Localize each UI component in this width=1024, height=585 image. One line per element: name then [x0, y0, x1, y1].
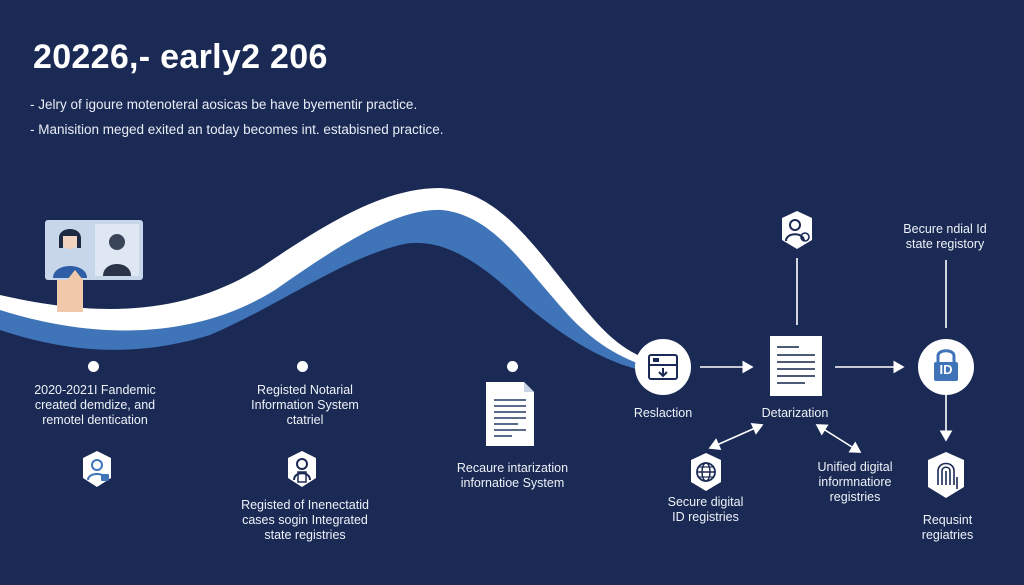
- requisit-line-1: Requsint: [922, 513, 973, 527]
- user-badge-icon: [83, 451, 111, 487]
- video-call-icon: [45, 220, 143, 312]
- registry-cases-line-2: cases sogin Integrated: [242, 513, 368, 527]
- timeline-label-1-line-1: 2020-2021I Fandemic: [34, 383, 156, 397]
- secure-id-line-1: Secure digital: [667, 495, 744, 509]
- wave-blue-band: [0, 205, 640, 370]
- registry-cases-line-1: Registed of Inenectatid: [241, 498, 369, 512]
- inbox-icon: [635, 339, 691, 395]
- secure-state-label: Becure ndial Id state registory: [880, 222, 1010, 252]
- wave-white-band: [0, 188, 650, 366]
- unified-line-2: informnatiore: [818, 475, 892, 489]
- lock-id-icon: [918, 339, 974, 395]
- secure-id-line-2: ID registries: [672, 510, 739, 524]
- recaure-line-2: infornatioe System: [460, 476, 565, 490]
- reslaction-label: Reslaction: [633, 406, 693, 420]
- id-badge-text: ID: [939, 362, 953, 377]
- requisit-label: Requsint regiatries: [905, 513, 990, 543]
- timeline-label-1: 2020-2021I Fandemic created demdize, and…: [20, 383, 170, 428]
- arrow-detarization-secure-id: [708, 423, 764, 450]
- person-badge-icon: [288, 451, 316, 487]
- timeline-label-2: Registed Notarial Information System cta…: [230, 383, 380, 428]
- registry-cases-label: Registed of Inenectatid cases sogin Inte…: [225, 498, 385, 543]
- globe-icon: [691, 453, 721, 491]
- timeline-label-2-line-2: Information System: [251, 398, 359, 412]
- document-icon: [486, 382, 534, 446]
- registry-cases-line-3: state registries: [264, 528, 346, 542]
- recaure-label: Recaure intarization infornatioe System: [440, 461, 585, 491]
- timeline-label-2-line-1: Registed Notarial: [257, 383, 353, 397]
- requisit-line-2: regiatries: [921, 528, 974, 542]
- user-shield-icon: [782, 211, 812, 249]
- bullet-2: - Manisition meged exited an today becom…: [30, 122, 444, 137]
- secure-id-label: Secure digital ID registries: [648, 495, 763, 525]
- timeline-dot-3: [507, 361, 518, 372]
- unified-label: Unified digital informnatiore registries: [800, 460, 910, 505]
- arrow-detarization-unified: [815, 424, 862, 453]
- timeline-label-1-line-2: created demdize, and: [34, 398, 156, 412]
- secure-state-line-1: Becure ndial Id: [903, 222, 987, 236]
- timeline-label-2-line-3: ctatriel: [286, 413, 324, 427]
- unified-line-1: Unified digital: [817, 460, 893, 474]
- unified-line-3: registries: [829, 490, 881, 504]
- fingerprint-icon: [928, 452, 964, 498]
- document-list-icon: [770, 336, 822, 396]
- detarization-label: Detarization: [761, 406, 829, 420]
- timeline-dot-1: [88, 361, 99, 372]
- timeline-label-1-line-3: remotel dentication: [42, 413, 148, 427]
- bullet-1: - Jelry of igoure motenoteral aosicas be…: [30, 97, 418, 112]
- secure-state-line-2: state registory: [905, 237, 985, 251]
- timeline-dot-2: [297, 361, 308, 372]
- recaure-line-1: Recaure intarization: [456, 461, 569, 475]
- page-title: 20226,- early2 206: [33, 38, 328, 76]
